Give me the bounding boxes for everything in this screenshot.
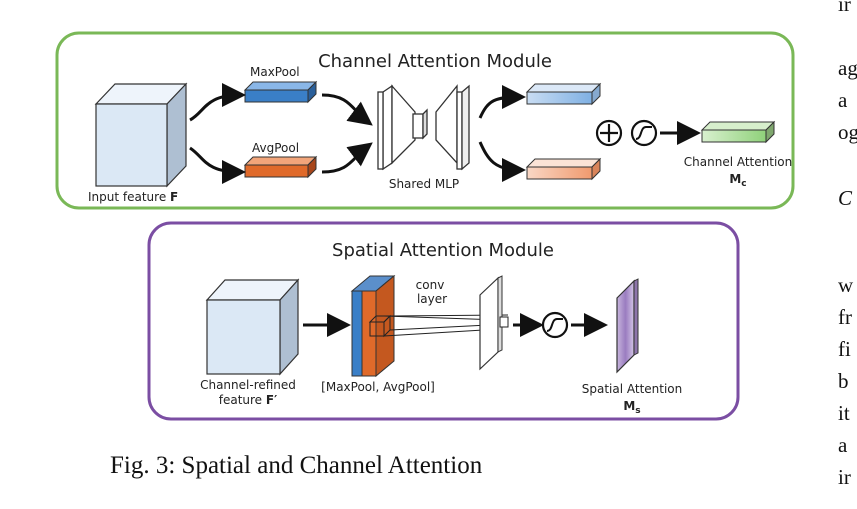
spatial-attention-plane bbox=[616, 278, 639, 374]
mlp-output-blue-bar bbox=[525, 82, 602, 106]
channel-attention-label: Channel Attention bbox=[684, 155, 792, 169]
edge-text-0: ir bbox=[838, 0, 851, 16]
edge-text-4: C bbox=[838, 186, 853, 210]
spatial-attention-label: Spatial Attention bbox=[582, 382, 683, 396]
channel-attention-bar bbox=[700, 120, 776, 144]
arrow-maxpool-to-mlp bbox=[321, 93, 373, 126]
edge-text-8: b bbox=[838, 369, 849, 393]
conv-layer-plane bbox=[479, 275, 509, 371]
avgpool-label: AvgPool bbox=[252, 141, 299, 155]
channel-refined-label-line1: Channel-refined bbox=[200, 378, 296, 392]
channel-module-title: Channel Attention Module bbox=[318, 51, 552, 72]
edge-text-7: fi bbox=[838, 337, 851, 361]
edge-text-6: fr bbox=[838, 305, 852, 329]
figure-caption: Fig. 3: Spatial and Channel Attention bbox=[110, 452, 483, 479]
edge-text-1: ag bbox=[838, 56, 857, 80]
pooled-feature-slabs bbox=[350, 274, 396, 378]
arrow-avgpool-to-mlp bbox=[321, 142, 373, 174]
maxpool-bar bbox=[243, 80, 318, 104]
conv-label-line1: conv bbox=[416, 278, 445, 292]
conv-label-line2: layer bbox=[417, 292, 447, 306]
edge-text-3: og bbox=[838, 120, 857, 144]
edge-text-11: ir bbox=[838, 465, 851, 489]
input-feature-cube bbox=[94, 82, 188, 188]
maxpool-label: MaxPool bbox=[250, 65, 300, 79]
edge-text-9: it bbox=[838, 401, 850, 425]
edge-text-5: w bbox=[838, 273, 854, 297]
arrow-cube-to-avgpool bbox=[189, 146, 246, 184]
input-feature-label: Input feature F bbox=[88, 190, 178, 204]
pool-label: [MaxPool, AvgPool] bbox=[321, 380, 435, 394]
avgpool-bar bbox=[243, 155, 318, 179]
sigmoid-operator-icon bbox=[630, 119, 658, 147]
spatial-sigmoid-icon bbox=[541, 311, 569, 339]
channel-refined-label-line2: feature F′ bbox=[219, 393, 278, 407]
shared-mlp bbox=[377, 84, 470, 171]
spatial-attention-symbol: Ms bbox=[623, 399, 640, 416]
edge-text-10: a bbox=[838, 433, 848, 457]
mlp-output-orange-bar bbox=[525, 157, 602, 181]
arrow-mlp-to-top-bar bbox=[478, 85, 526, 119]
spatial-module-title: Spatial Attention Module bbox=[332, 240, 554, 261]
shared-mlp-label: Shared MLP bbox=[389, 177, 459, 191]
arrow-cube-to-maxpool bbox=[189, 83, 246, 122]
plus-operator-icon bbox=[595, 119, 623, 147]
arrow-mlp-to-bottom-bar bbox=[478, 141, 526, 182]
spatial-module-border bbox=[147, 221, 740, 421]
channel-attention-symbol: Mc bbox=[729, 172, 746, 189]
channel-refined-cube bbox=[205, 278, 300, 376]
edge-text-2: a bbox=[838, 88, 848, 112]
channel-module-border bbox=[55, 31, 795, 210]
